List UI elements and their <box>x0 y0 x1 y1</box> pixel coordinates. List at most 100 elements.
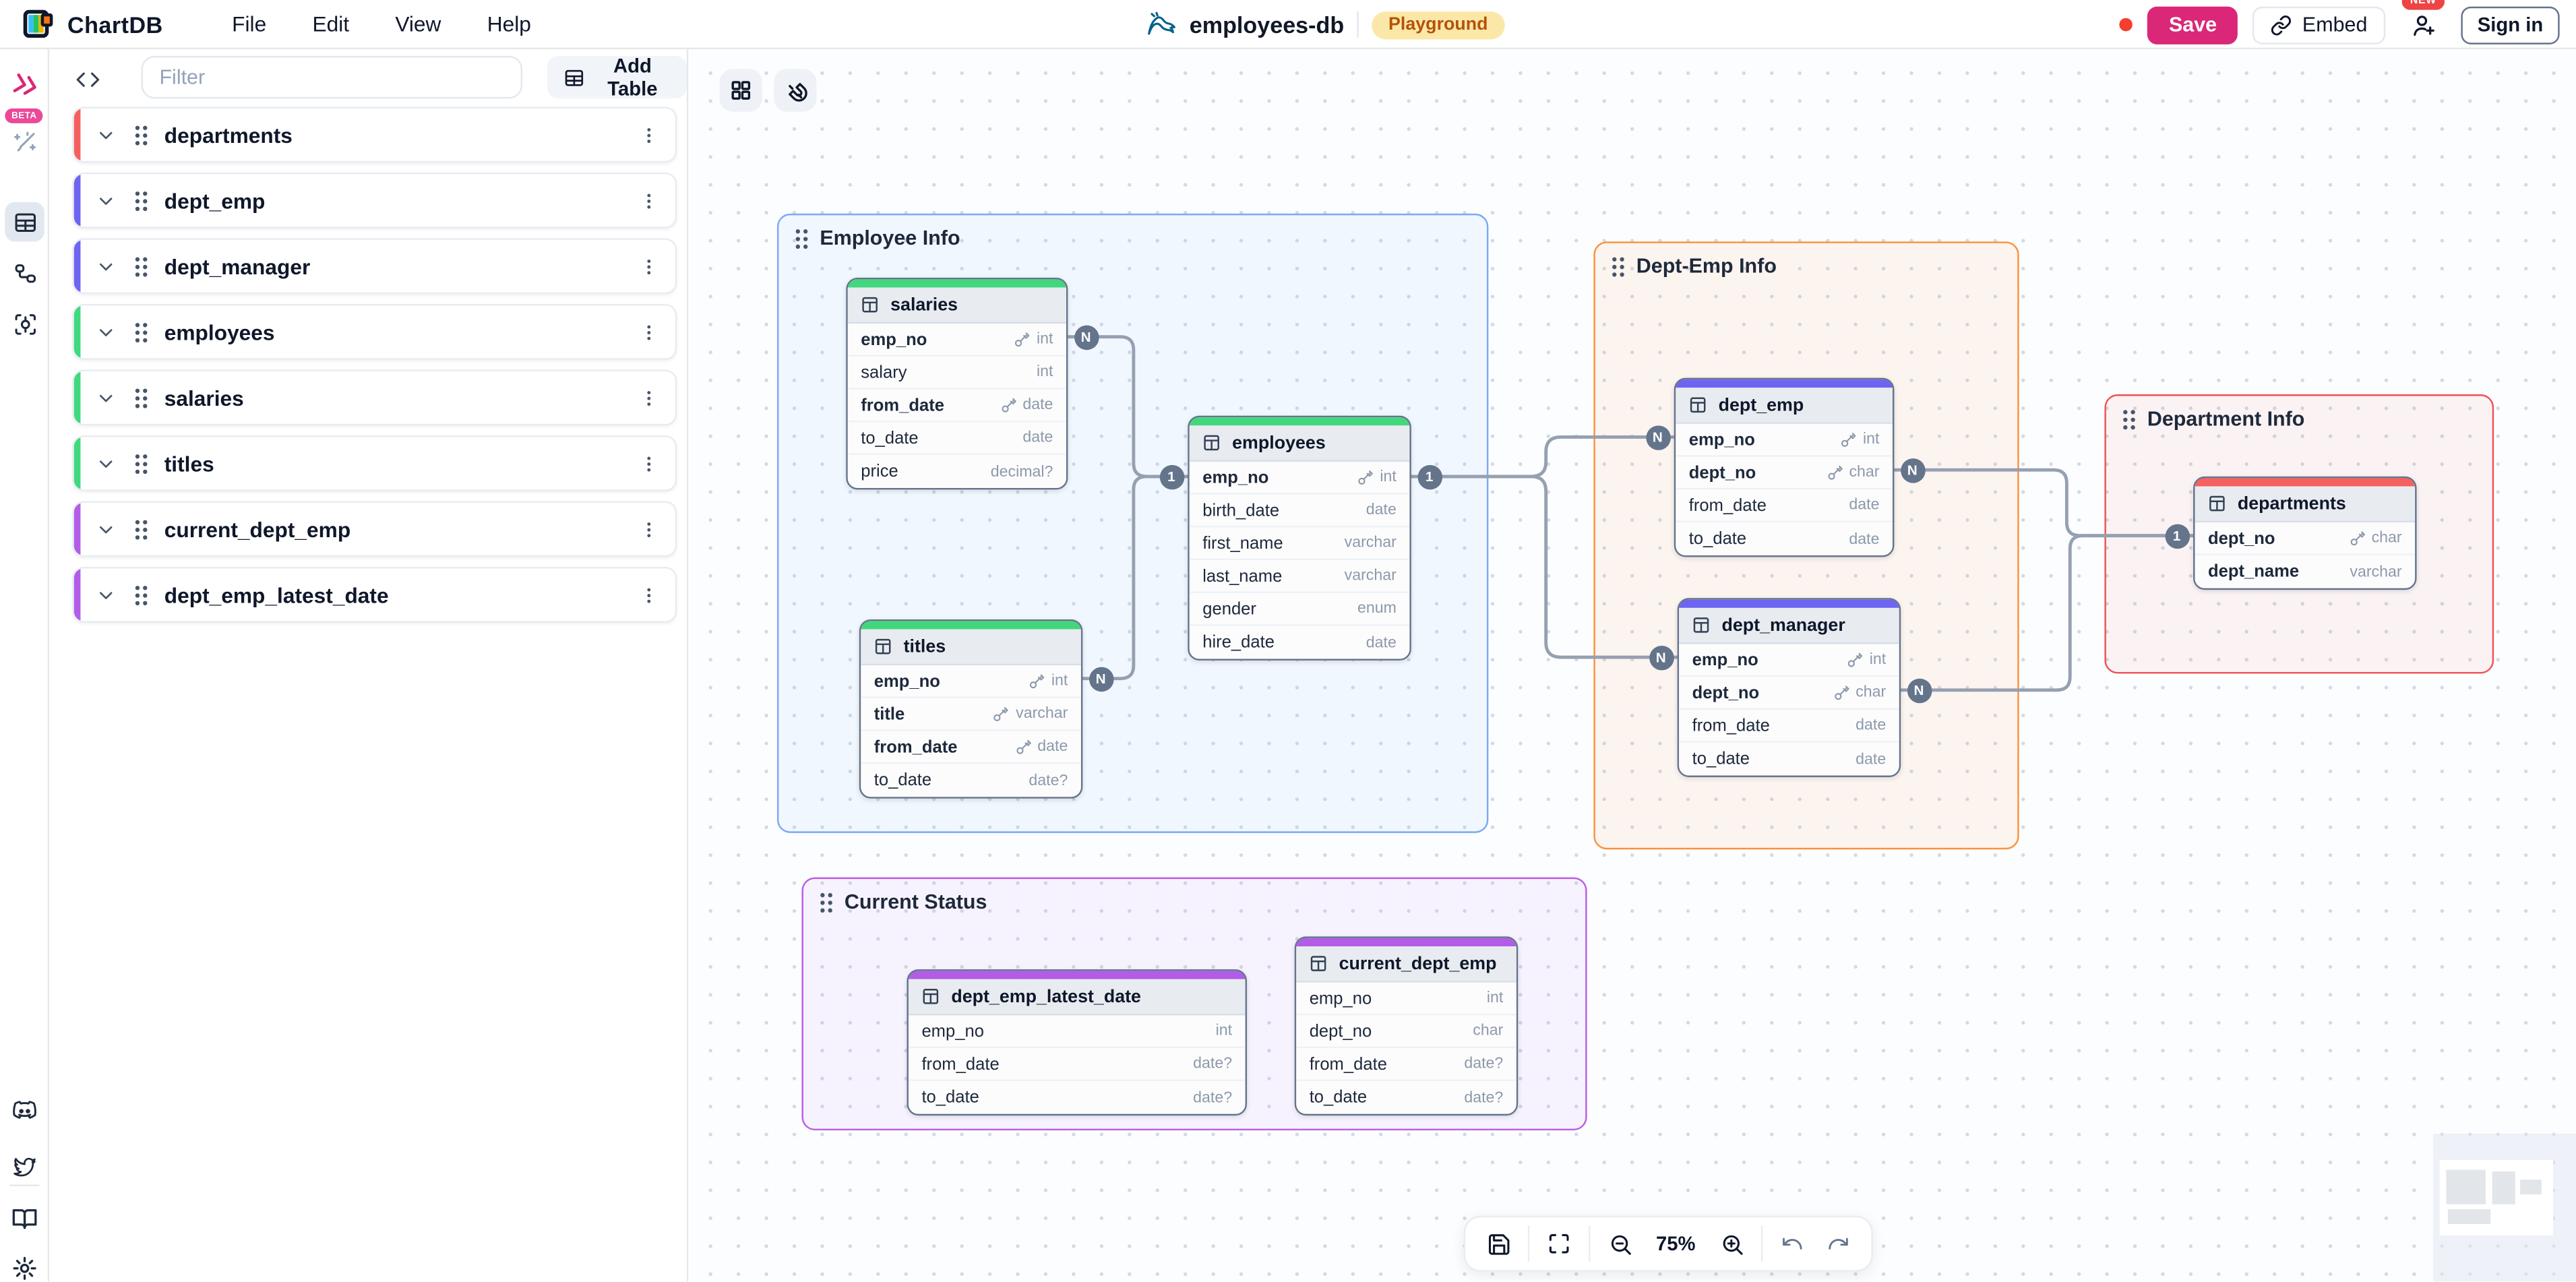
kebab-menu-icon[interactable] <box>639 124 658 146</box>
chevron-down-icon[interactable] <box>95 190 117 212</box>
sidebar-table-item-salaries[interactable]: salaries <box>72 369 677 426</box>
menu-help[interactable]: Help <box>487 11 531 36</box>
table-node-header[interactable]: titles <box>861 629 1081 666</box>
zoom-in-button[interactable] <box>1709 1223 1754 1265</box>
table-node-header[interactable]: dept_emp_latest_date <box>908 979 1246 1016</box>
drag-handle-icon[interactable] <box>133 124 149 146</box>
chevron-down-icon[interactable] <box>95 255 117 277</box>
sidebar-table-item-dept_emp[interactable]: dept_emp <box>72 172 677 228</box>
sidebar-table-item-dept_emp_latest_date[interactable]: dept_emp_latest_date <box>72 566 677 623</box>
filter-input[interactable] <box>141 55 523 99</box>
kebab-menu-icon[interactable] <box>639 584 658 606</box>
chevron-down-icon[interactable] <box>95 322 117 343</box>
snap-magnet-button[interactable] <box>774 69 817 112</box>
discord-icon[interactable] <box>5 1091 44 1131</box>
undo-button[interactable] <box>1769 1223 1815 1265</box>
show-all-button[interactable] <box>719 69 762 112</box>
drag-handle-icon[interactable] <box>793 228 809 249</box>
zoom-level[interactable]: 75% <box>1655 1232 1696 1256</box>
drag-handle-icon[interactable] <box>133 190 149 212</box>
menu-file[interactable]: File <box>232 11 267 36</box>
kebab-menu-icon[interactable] <box>639 387 658 408</box>
chevron-down-icon[interactable] <box>95 124 117 146</box>
drag-handle-icon[interactable] <box>133 255 149 277</box>
invite-user-button[interactable]: NEW <box>2400 0 2447 44</box>
drag-handle-icon[interactable] <box>818 891 834 913</box>
minimap[interactable] <box>2432 1133 2576 1282</box>
table-node-header[interactable]: dept_emp <box>1676 388 1893 424</box>
menu-edit[interactable]: Edit <box>312 11 350 36</box>
save-button[interactable]: Save <box>2147 5 2238 44</box>
code-view-toggle-icon[interactable] <box>71 63 104 96</box>
kebab-menu-icon[interactable] <box>639 322 658 343</box>
drag-handle-icon[interactable] <box>133 387 149 408</box>
sign-in-button[interactable]: Sign in <box>2461 5 2560 44</box>
docs-icon[interactable] <box>5 1199 44 1239</box>
table-node-header[interactable]: current_dept_emp <box>1296 946 1516 983</box>
kebab-menu-icon[interactable] <box>639 518 658 540</box>
sidebar-table-item-current_dept_emp[interactable]: current_dept_emp <box>72 501 677 557</box>
chevron-down-icon[interactable] <box>95 453 117 475</box>
redo-button[interactable] <box>1815 1223 1861 1265</box>
drag-handle-icon[interactable] <box>133 322 149 343</box>
save-diagram-button[interactable] <box>1475 1223 1521 1265</box>
table-node-header[interactable]: employees <box>1189 425 1410 462</box>
tables-panel-icon[interactable] <box>5 202 44 242</box>
drag-handle-icon[interactable] <box>1610 255 1626 277</box>
menu-view[interactable]: View <box>395 11 441 36</box>
relationships-panel-icon[interactable] <box>5 253 44 293</box>
drag-handle-icon[interactable] <box>2121 408 2137 430</box>
twitter-icon[interactable] <box>5 1147 44 1186</box>
table-node-header[interactable]: dept_manager <box>1679 607 1899 644</box>
settings-gear-icon[interactable] <box>5 1249 44 1282</box>
table-node-header[interactable]: salaries <box>847 287 1066 324</box>
magic-wand-icon[interactable] <box>5 121 44 161</box>
dependencies-panel-icon[interactable] <box>5 304 44 344</box>
chevron-down-icon[interactable] <box>95 584 117 606</box>
sidebar-table-item-dept_manager[interactable]: dept_manager <box>72 238 677 295</box>
sidebar-table-item-departments[interactable]: departments <box>72 106 677 163</box>
sidebar-table-item-employees[interactable]: employees <box>72 303 677 360</box>
drag-handle-icon[interactable] <box>133 584 149 606</box>
drag-handle-icon[interactable] <box>133 453 149 475</box>
add-table-button[interactable]: Add Table <box>547 54 687 100</box>
chevron-down-icon[interactable] <box>95 387 117 408</box>
fit-view-button[interactable] <box>1536 1223 1582 1265</box>
kebab-menu-icon[interactable] <box>639 190 658 212</box>
chevron-down-icon[interactable] <box>95 518 117 540</box>
